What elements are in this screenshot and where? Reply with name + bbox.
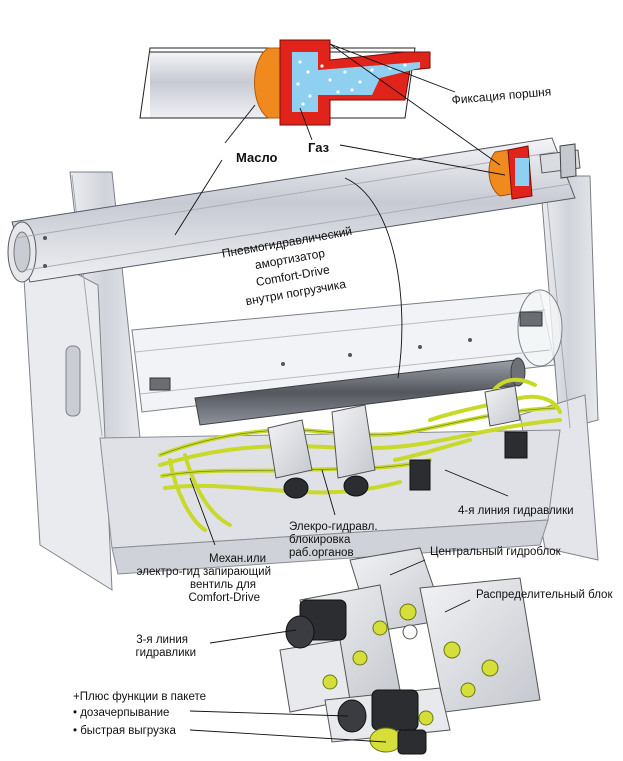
label-electro-lock-line-3: раб.органов xyxy=(289,547,354,559)
label-valve-line-3: вентиль для xyxy=(190,579,256,591)
label-valve-line-1: Механ.или xyxy=(209,553,266,565)
label-line3-line-1: 3-я линия xyxy=(136,634,188,646)
label-valve-line-2: электро-гид запирающий xyxy=(137,566,271,578)
inner-accumulator xyxy=(131,289,563,426)
label-distributor-block: Распределительный блок xyxy=(476,589,613,601)
label-package-item-2: • быстрая выгрузка xyxy=(73,725,176,737)
label-line4: 4-я линия гидравлики xyxy=(458,505,574,517)
label-electro-lock-line-1: Элекро-гидравл. xyxy=(289,521,378,533)
loader-valves xyxy=(267,385,528,499)
label-electro-lock: Элекро-гидравл. блокировка раб.органов xyxy=(289,521,378,559)
label-package-title: +Плюс функции в пакете xyxy=(73,691,206,703)
label-central-block: Центральный гидроблок xyxy=(430,546,562,558)
label-package: +Плюс функции в пакете • дозачерпывание … xyxy=(73,691,206,737)
label-package-item-1: • дозачерпывание xyxy=(73,707,169,719)
piston-detail-inset xyxy=(139,39,431,126)
label-piston-fix: Фиксация поршня xyxy=(451,84,552,107)
label-gas: Газ xyxy=(308,140,330,155)
label-line3: 3-я линия гидравлики xyxy=(135,634,196,659)
hydraulic-block-assembly xyxy=(279,547,541,755)
label-oil: Масло xyxy=(236,150,278,165)
label-valve: Механ.или электро-гид запирающий вентиль… xyxy=(137,553,271,604)
label-electro-lock-line-2: блокировка xyxy=(289,534,351,546)
leader-lines xyxy=(174,43,509,743)
label-line3-line-2: гидравлики xyxy=(135,647,196,659)
text-labels: Фиксация поршня Газ Масло Пневмогидравли… xyxy=(73,84,613,737)
label-valve-line-4: Comfort-Drive xyxy=(188,592,260,604)
